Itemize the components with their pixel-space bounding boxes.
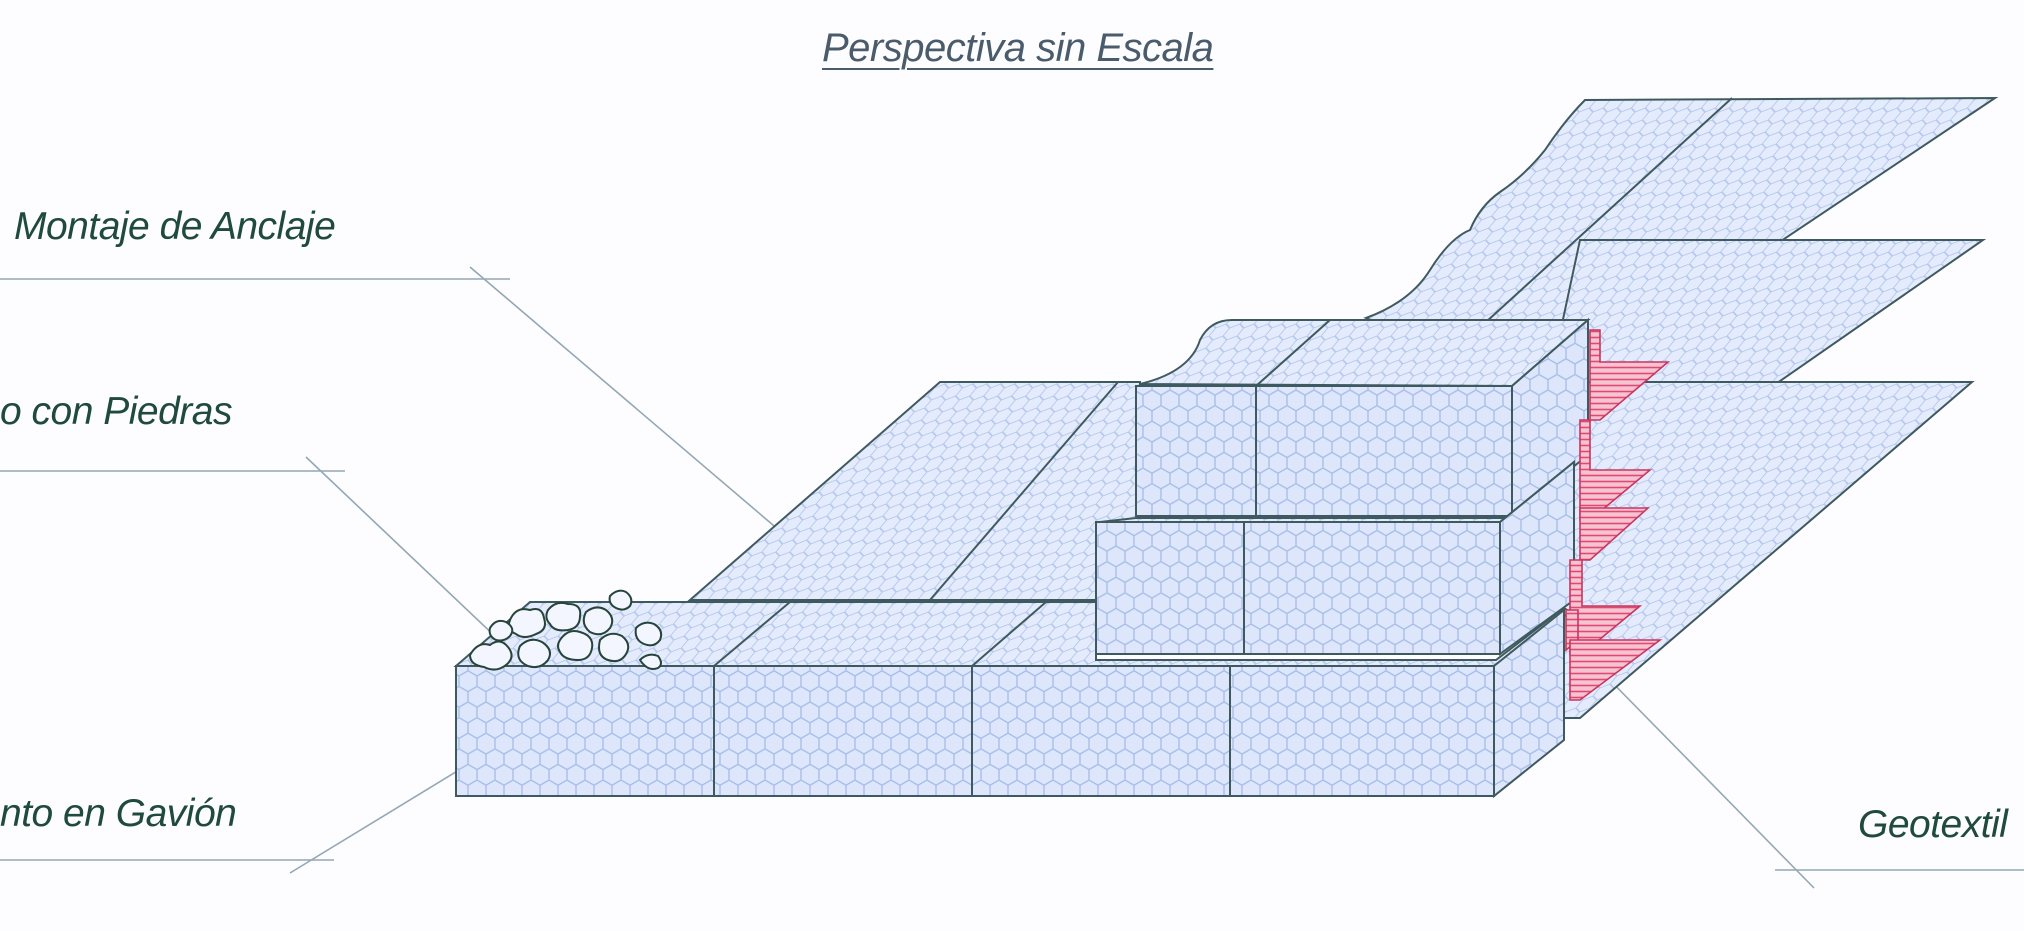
anchor-3 (1579, 507, 1651, 561)
tier1-front (455, 665, 1495, 797)
geotextile-anchors (1565, 329, 1671, 701)
anchor-floor-sheet (687, 381, 1141, 601)
anchor-6 (1569, 639, 1663, 701)
label-gabion-base: nto en Gavión (0, 792, 237, 835)
label-stone-fill: o con Piedras (0, 390, 232, 433)
gabion-tier-1 (453, 601, 1572, 799)
stone-fill (468, 589, 663, 671)
diagram-title: Perspectiva sin Escala (822, 26, 1214, 70)
geotextile-layers (1363, 96, 1999, 719)
leader-stones-diag (305, 456, 521, 661)
leader-anchor-diag (469, 266, 801, 549)
label-geotextile: Geotextil (1858, 803, 2008, 846)
geotextile-top-sheet (1363, 96, 1999, 371)
tier3-top (1139, 319, 1591, 388)
tier1-side (1493, 607, 1565, 799)
leader-geotextile-diag (1597, 667, 1815, 889)
tier2-front (1095, 521, 1501, 655)
tier3-front (1135, 385, 1513, 517)
gabion-tier-3 (1135, 317, 1591, 519)
leader-lines (0, 266, 2024, 889)
gabion-tier-2 (1095, 459, 1575, 656)
label-anchor-assembly: Montaje de Anclaje (14, 205, 336, 248)
